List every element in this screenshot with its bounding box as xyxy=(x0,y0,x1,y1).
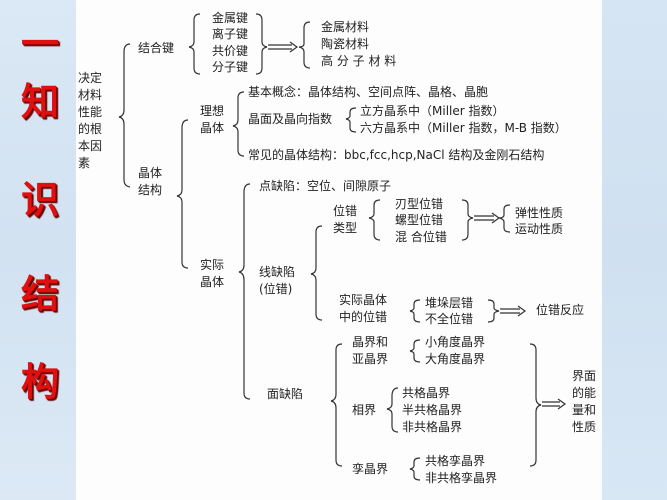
content-page xyxy=(76,0,602,500)
label-line: 晶体 xyxy=(138,166,163,180)
line-defects-label: 线缺陷 (位错) xyxy=(259,264,295,298)
dislocation-property: 弹性性质 xyxy=(515,206,564,220)
phase-boundary-item: 非共格晶界 xyxy=(402,420,463,434)
root-line: 材料 xyxy=(78,88,103,102)
label-line: 晶体 xyxy=(200,121,225,135)
surface-defects-label: 面缺陷 xyxy=(267,387,304,401)
label-line: 界面 xyxy=(572,369,597,383)
title-char-5: 构 xyxy=(20,359,59,404)
label-line: 的能 xyxy=(572,386,597,400)
real-crystal-label: 实际 晶体 xyxy=(200,257,226,291)
root-line: 的根 xyxy=(78,122,103,136)
bond-type: 共价键 xyxy=(212,44,249,58)
index-item: 六方晶系中（Miller 指数，M-B 指数） xyxy=(360,121,567,135)
phase-boundary-item: 共格晶界 xyxy=(402,386,451,400)
label-line: 性质 xyxy=(572,420,597,434)
root-line: 素 xyxy=(78,156,91,170)
ideal-crystal-label: 理想 晶体 xyxy=(200,103,226,137)
index-item: 立方晶系中（Miller 指数） xyxy=(360,104,505,118)
grain-boundary-item: 小角度晶界 xyxy=(425,335,486,349)
bond-type: 离子键 xyxy=(212,27,249,41)
label-line: 结构 xyxy=(138,183,163,197)
left-margin xyxy=(0,0,76,500)
dislocation-type: 螺型位错 xyxy=(395,213,444,227)
twin-boundary-item: 非共格孪晶界 xyxy=(425,471,498,485)
label-line: 理想 xyxy=(200,104,225,118)
phase-boundary-item: 半共格晶界 xyxy=(402,403,463,417)
point-defects: 点缺陷：空位、间隙原子 xyxy=(259,179,392,193)
crystal-structure-label: 晶体 结构 xyxy=(138,165,164,199)
title-char-3: 识 xyxy=(20,177,59,222)
label-line: 中的位错 xyxy=(339,310,388,324)
label-line: 实际晶体 xyxy=(339,293,388,307)
title-char-4: 结 xyxy=(20,271,59,316)
right-margin xyxy=(602,0,667,500)
grain-boundaries-label: 晶界和 亚晶界 xyxy=(352,334,388,368)
title-char-2: 知 xyxy=(20,79,59,124)
bonding-label: 结合键 xyxy=(138,41,175,55)
label-line: 类型 xyxy=(333,221,358,235)
dislocation-type: 刃型位错 xyxy=(395,197,444,211)
material: 高 分 子 材 料 xyxy=(321,54,397,68)
bond-type: 分子键 xyxy=(212,60,249,74)
label-line: 位错 xyxy=(333,204,358,218)
title-char-1: 一 xyxy=(20,21,59,66)
root-line: 性能 xyxy=(78,105,103,119)
label-line: 亚晶界 xyxy=(352,352,389,366)
bond-type: 金属键 xyxy=(212,11,249,25)
basic-concepts: 基本概念：晶体结构、空间点阵、晶格、晶胞 xyxy=(248,85,489,99)
twin-boundaries-label: 孪晶界 xyxy=(352,462,389,476)
label-line: (位错) xyxy=(259,282,293,296)
label-line: 晶体 xyxy=(200,275,225,289)
phase-boundaries-label: 相界 xyxy=(352,403,377,417)
material: 陶瓷材料 xyxy=(321,37,370,51)
root-line: 本因 xyxy=(78,139,103,153)
label-line: 晶界和 xyxy=(352,335,389,349)
partial-dislocation: 不全位错 xyxy=(425,312,474,326)
material: 金属材料 xyxy=(321,20,370,34)
dislocation-property: 运动性质 xyxy=(515,222,564,236)
dislocation-types-label: 位错 类型 xyxy=(333,203,359,237)
root-label: 决定 材料 性能 的根 本因 素 xyxy=(78,70,104,172)
common-structures: 常见的晶体结构：bbc,fcc,hcp,NaCl 结构及金刚石结构 xyxy=(248,148,545,162)
label-line: 线缺陷 xyxy=(259,265,296,279)
label-line: 量和 xyxy=(572,403,597,417)
root-line: 决定 xyxy=(78,71,103,85)
grain-boundary-item: 大角度晶界 xyxy=(425,352,486,366)
indices-label: 晶面及晶向指数 xyxy=(248,112,333,126)
label-line: 实际 xyxy=(200,258,225,272)
dislocation-type: 混 合位错 xyxy=(395,230,447,244)
real-crystal-dislocations-label: 实际晶体 中的位错 xyxy=(339,292,387,326)
interface-energy-label: 界面 的能 量和 性质 xyxy=(572,368,598,436)
dislocation-reaction: 位错反应 xyxy=(536,303,585,317)
partial-dislocation: 堆垛层错 xyxy=(425,296,474,310)
twin-boundary-item: 共格孪晶界 xyxy=(425,454,486,468)
